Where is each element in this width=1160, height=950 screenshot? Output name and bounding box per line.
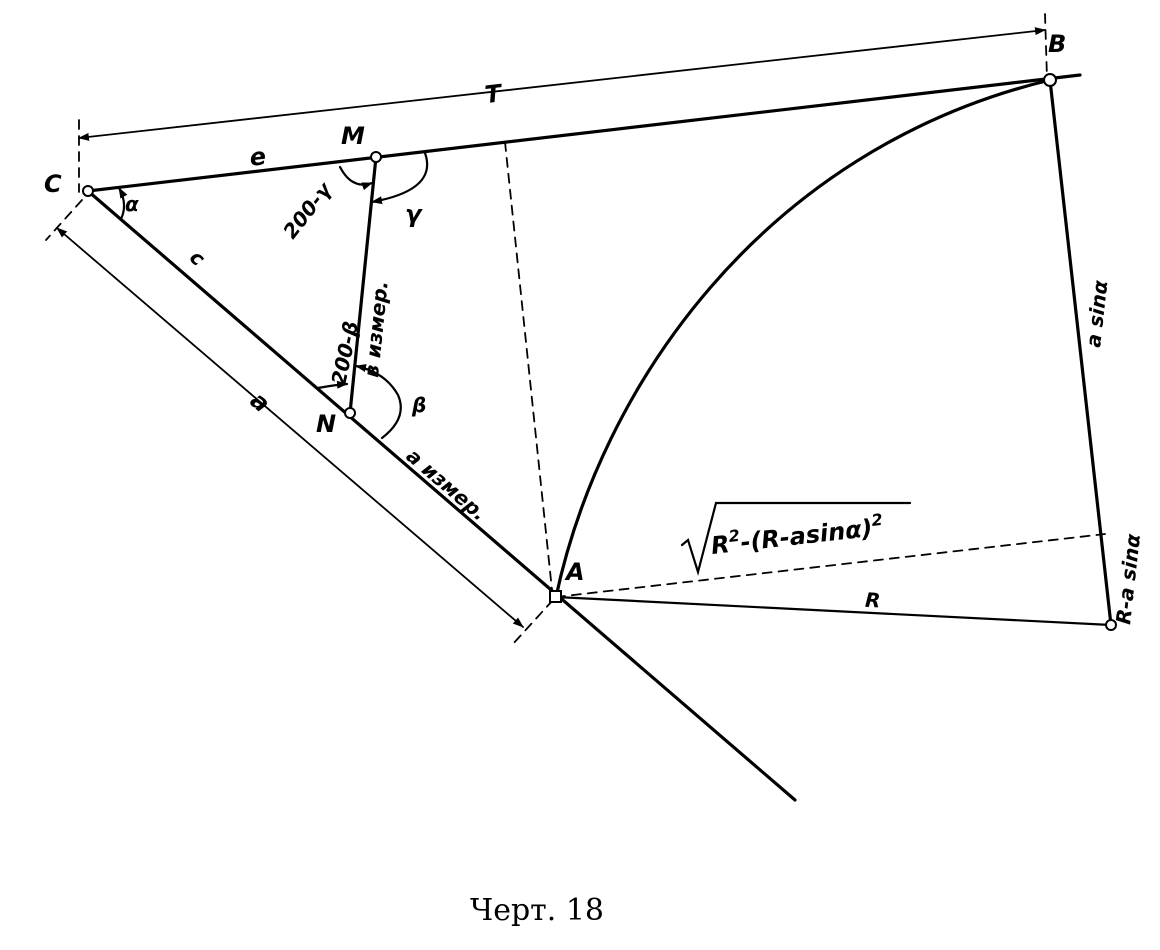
point-r-marker [1105, 619, 1117, 631]
label-e: e [248, 142, 267, 172]
angle-arc-beta [354, 364, 402, 440]
point-n-marker [344, 407, 356, 419]
label-point-b: B [1048, 30, 1066, 58]
label-gamma: γ [405, 200, 423, 228]
line-b-to-r-point [1048, 78, 1113, 627]
label-point-m: M [341, 122, 365, 150]
angle-arc-200-beta [316, 380, 349, 390]
point-c-marker [82, 185, 94, 197]
label-point-n: N [316, 410, 336, 438]
extension-b-tick [1044, 13, 1048, 79]
point-a-marker [549, 590, 562, 603]
extension-a2 [511, 599, 554, 646]
label-alpha: α [125, 192, 139, 216]
formula-sqrt-sign [680, 501, 912, 576]
label-b-measured: в измер. [359, 279, 393, 378]
point-b-marker [1043, 73, 1057, 87]
label-r: R [865, 588, 882, 613]
label-point-a: A [564, 558, 585, 586]
curve-ab [554, 78, 1052, 599]
figure-caption: Черт. 18 [470, 893, 604, 928]
dashed-chord [555, 533, 1106, 598]
dimension-t [78, 27, 1046, 141]
label-c: c [185, 245, 210, 271]
label-200-gamma: 200-γ [278, 177, 337, 243]
label-a-sin-alpha: a sinα [1081, 279, 1112, 349]
label-r-minus-a-sin-alpha: R-a sinα [1111, 532, 1145, 625]
angle-arc-gamma [370, 151, 429, 205]
tangent-line-cb [86, 73, 1082, 193]
label-200-beta: 200-β [326, 319, 363, 387]
label-point-c: C [44, 170, 62, 198]
angle-arc-200-gamma [338, 165, 374, 191]
label-a: a [245, 386, 276, 418]
label-beta: β [411, 393, 426, 417]
extension-c2 [45, 199, 83, 241]
label-a-measured: a измер. [402, 444, 492, 526]
dimension-a [56, 227, 524, 628]
point-m-marker [370, 151, 382, 163]
angle-arc-alpha [117, 186, 128, 221]
formula-text: R2-(R-asinα)2 [709, 510, 885, 560]
label-t: T [483, 79, 504, 109]
radius-r-line [554, 595, 1113, 627]
dashed-perpendicular [504, 141, 553, 591]
